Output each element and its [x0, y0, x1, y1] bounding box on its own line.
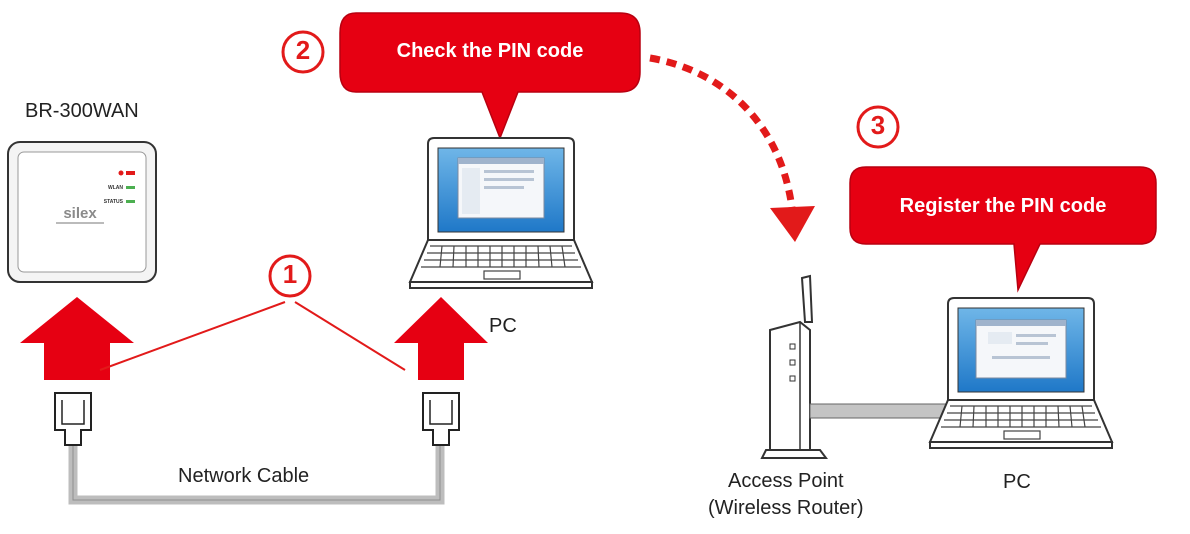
pc-left-laptop [409, 137, 593, 289]
pc-left-label: PC [489, 315, 517, 337]
rj45-plug-right-icon [422, 392, 460, 446]
wlan-led-label: WLAN [108, 185, 123, 191]
device-label: BR-300WAN [25, 100, 139, 122]
power-led-icon [118, 170, 124, 176]
access-point-label: Access Point [728, 470, 844, 492]
register-pin-callout [849, 166, 1157, 293]
step-1-badge [268, 254, 312, 298]
access-point-router [760, 274, 828, 459]
step-2-number: 2 [295, 35, 311, 65]
step-3-badge [856, 105, 900, 149]
connect-arrow-left-icon [20, 297, 134, 380]
status-led-label: STATUS [104, 199, 124, 205]
check-pin-callout [339, 12, 641, 141]
router-pc-cable [809, 403, 951, 419]
pc-right-laptop [929, 297, 1113, 449]
step-2-badge [281, 30, 325, 74]
connect-arrow-right-icon [394, 297, 488, 380]
wlan-led-icon [126, 186, 135, 189]
step-3-number: 3 [870, 110, 886, 140]
rj45-plug-left-icon [54, 392, 92, 446]
access-point-sublabel: (Wireless Router) [708, 497, 864, 519]
pc-right-label: PC [1003, 471, 1031, 493]
status-led-icon [126, 200, 135, 203]
cable-label: Network Cable [178, 465, 310, 487]
register-pin-text: Register the PIN code [899, 195, 1107, 217]
silex-logo: silex [63, 205, 97, 222]
br-300wan-device: WLAN STATUS silex [7, 141, 157, 283]
step-1-number: 1 [282, 259, 298, 289]
check-pin-text: Check the PIN code [396, 40, 584, 62]
flow-arrow-icon [649, 54, 796, 209]
